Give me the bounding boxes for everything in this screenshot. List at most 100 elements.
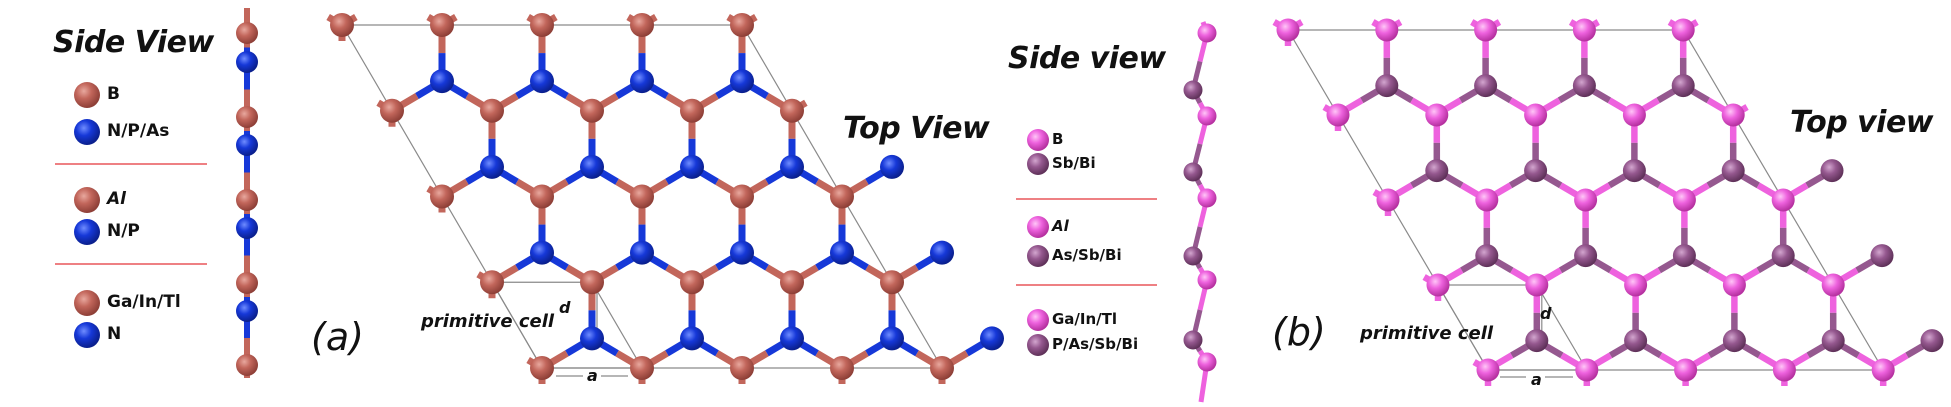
- anion-atom: [1183, 330, 1203, 350]
- cation-atom: [1674, 358, 1698, 382]
- cation-atom: [1326, 103, 1350, 127]
- anion-atom: [236, 51, 258, 73]
- panel-b-legend-anion-3: P/As/Sb/Bi: [1052, 335, 1139, 353]
- cation-atom: [580, 270, 604, 295]
- panel-a-legend-anion-2: N/P: [107, 221, 140, 241]
- anion-atom: [630, 69, 654, 94]
- cation-atom: [1672, 188, 1696, 212]
- legend-swatch-icon: [1027, 129, 1049, 151]
- legend-swatch-icon: [74, 290, 100, 316]
- anion-atom: [1672, 244, 1696, 268]
- cation-atom: [1375, 18, 1399, 42]
- cation-atom: [480, 98, 504, 123]
- cation-atom: [380, 98, 404, 123]
- cation-atom: [530, 184, 554, 209]
- panel-b-top-view-title: Top view: [1790, 105, 1934, 140]
- legend-swatch-icon: [74, 219, 100, 245]
- cation-atom: [1425, 103, 1449, 127]
- cation-atom: [730, 356, 754, 380]
- cation-atom: [780, 270, 804, 295]
- cation-atom: [1572, 18, 1596, 42]
- cation-atom: [1475, 188, 1499, 212]
- panel-a-structure: [55, 8, 1004, 384]
- cation-atom: [1197, 188, 1217, 208]
- anion-atom: [1771, 244, 1795, 268]
- anion-atom: [1624, 329, 1648, 353]
- anion-atom: [580, 326, 604, 351]
- panel-a-primitive-cell-label: primitive cell: [421, 311, 555, 332]
- legend-swatch-icon: [74, 119, 100, 145]
- anion-atom: [1572, 74, 1596, 98]
- cation-atom: [1624, 273, 1648, 297]
- anion-atom: [1622, 159, 1646, 183]
- panel-b-legend-cation-2: Al: [1052, 217, 1069, 235]
- anion-atom: [1183, 162, 1203, 182]
- cation-atom: [1574, 188, 1598, 212]
- panel-a-param-d: d: [559, 298, 571, 317]
- anion-atom: [430, 69, 454, 94]
- atoms-layer: [1276, 18, 1944, 382]
- cation-atom: [1525, 273, 1549, 297]
- cation-atom: [630, 184, 654, 209]
- cation-atom: [730, 184, 754, 209]
- panel-b-side-chain: [1183, 21, 1217, 403]
- panel-a-legend-cation-2: Al: [107, 189, 126, 209]
- panel-a-legend-anion-3: N: [107, 324, 122, 344]
- cation-atom: [1524, 103, 1548, 127]
- cation-atom: [1276, 18, 1300, 42]
- cation-atom: [1871, 358, 1895, 382]
- cation-atom: [430, 13, 454, 37]
- anion-atom: [680, 326, 704, 351]
- anion-atom: [1574, 244, 1598, 268]
- anion-atom: [730, 69, 754, 94]
- anion-atom: [780, 154, 804, 179]
- legend-swatch-icon: [1027, 334, 1049, 356]
- anion-atom: [1524, 159, 1548, 183]
- anion-atom: [1375, 74, 1399, 98]
- anion-atom: [780, 326, 804, 351]
- cation-atom: [1671, 18, 1695, 42]
- panel-b-legend-anion-2: As/Sb/Bi: [1052, 246, 1122, 264]
- cation-atom: [236, 189, 258, 211]
- cation-atom: [1426, 273, 1450, 297]
- anion-atom: [1920, 329, 1944, 353]
- cation-atom: [236, 106, 258, 128]
- anion-atom: [1821, 329, 1845, 353]
- legend-swatch-icon: [1027, 245, 1049, 267]
- anion-atom: [530, 69, 554, 94]
- panel-a-legend-anion-1: N/P/As: [107, 121, 170, 141]
- panel-b-legend-cation-1: B: [1052, 130, 1064, 148]
- panel-a-legend: [55, 82, 207, 348]
- cation-atom: [1376, 188, 1400, 212]
- anion-atom: [1183, 80, 1203, 100]
- anion-atom: [930, 240, 954, 265]
- anion-atom: [1425, 159, 1449, 183]
- cation-atom: [830, 356, 854, 380]
- legend-swatch-icon: [74, 82, 100, 108]
- panel-b-param-d: d: [1540, 304, 1552, 323]
- panel-b-param-a: a: [1531, 370, 1542, 389]
- panel-a-side-chain: [236, 8, 258, 378]
- anion-atom: [1474, 74, 1498, 98]
- legend-swatch-icon: [1027, 153, 1049, 175]
- cation-atom: [236, 272, 258, 294]
- anion-atom: [530, 240, 554, 265]
- cation-atom: [236, 22, 258, 44]
- anion-atom: [880, 154, 904, 179]
- cation-atom: [580, 98, 604, 123]
- panel-a-legend-cation-3: Ga/In/Tl: [107, 292, 181, 312]
- cation-atom: [1197, 106, 1217, 126]
- anion-atom: [830, 240, 854, 265]
- cation-atom: [1622, 103, 1646, 127]
- cation-atom: [930, 356, 954, 380]
- cation-atom: [1474, 18, 1498, 42]
- cation-atom: [830, 184, 854, 209]
- anion-atom: [980, 326, 1004, 351]
- anion-atom: [680, 154, 704, 179]
- anion-atom: [480, 154, 504, 179]
- cation-atom: [480, 270, 504, 295]
- cation-atom: [1772, 358, 1796, 382]
- anion-atom: [1183, 246, 1203, 266]
- cation-atom: [730, 13, 754, 37]
